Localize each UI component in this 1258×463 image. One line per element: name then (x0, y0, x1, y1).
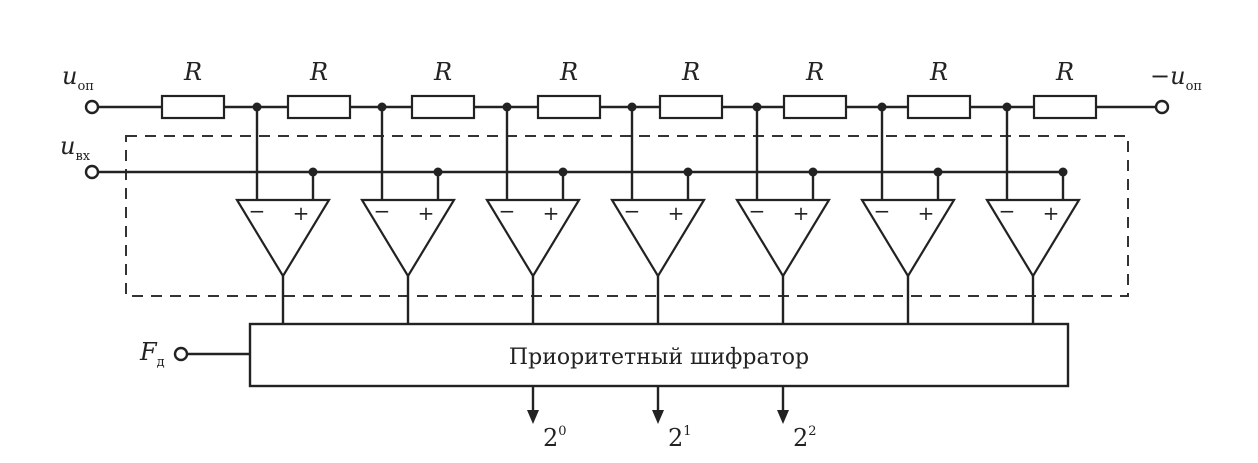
output-label: 20 (543, 424, 567, 452)
junction-dot (933, 167, 943, 177)
clock-terminal (173, 346, 189, 362)
resistor-label: R (929, 58, 948, 86)
resistor (160, 94, 226, 120)
output-bit: 20 (527, 386, 567, 452)
minus-sign: − (249, 199, 266, 223)
comparator: −+ (485, 102, 581, 324)
comparator: −+ (360, 102, 456, 324)
ref-negative-terminal (1154, 99, 1170, 115)
minus-sign: − (624, 199, 641, 223)
resistor (782, 94, 848, 120)
input-label: uвх (60, 132, 91, 164)
junction-dot (752, 102, 762, 112)
comparator-symbol (485, 198, 581, 279)
comparator-block-outline (125, 135, 1129, 297)
comparator-symbol (735, 198, 831, 279)
junction-dot (808, 167, 818, 177)
minus-sign: − (374, 199, 391, 223)
clock-label: Fд (139, 338, 165, 370)
plus-sign: + (293, 201, 310, 225)
junction-dot (877, 102, 887, 112)
resistor (906, 94, 972, 120)
junction-dot (433, 167, 443, 177)
minus-sign: − (874, 199, 891, 223)
output-bit: 21 (652, 386, 692, 452)
output-bit: 22 (777, 386, 817, 452)
output-label: 21 (668, 424, 692, 452)
junction-dot (1058, 167, 1068, 177)
arrow-head-icon (527, 410, 539, 424)
minus-sign: − (499, 199, 516, 223)
encoder-outputs: 20 21 22 (527, 386, 817, 452)
resistor-label: R (183, 58, 202, 86)
plus-sign: + (918, 201, 935, 225)
input-terminal (84, 164, 100, 180)
resistor-label: R (559, 58, 578, 86)
resistor (410, 94, 476, 120)
junction-dot (502, 102, 512, 112)
resistor-label: R (1055, 58, 1074, 86)
junction-dot (558, 167, 568, 177)
comparator-symbol (985, 198, 1081, 279)
resistor-label: R (681, 58, 700, 86)
comparator-symbol (360, 198, 456, 279)
comparator: −+ (235, 102, 331, 324)
comparator: −+ (735, 102, 831, 324)
plus-sign: + (1043, 201, 1060, 225)
ref-positive-terminal (84, 99, 100, 115)
arrow-head-icon (777, 410, 789, 424)
plus-sign: + (418, 201, 435, 225)
junction-dot (627, 102, 637, 112)
resistor (286, 94, 352, 120)
input-bus (84, 164, 1064, 180)
plus-sign: + (543, 201, 560, 225)
ref-positive-label: uоп (62, 62, 94, 94)
comparator-symbol (860, 198, 956, 279)
comparator: −+ (860, 102, 956, 324)
resistor (536, 94, 602, 120)
comparator: −+ (610, 102, 706, 324)
plus-sign: + (668, 201, 685, 225)
junction-dot (1002, 102, 1012, 112)
minus-sign: − (999, 199, 1016, 223)
junction-dot (683, 167, 693, 177)
comparator-array: −+−+−+−+−+−+−+ (235, 102, 1081, 324)
comparator-symbol (610, 198, 706, 279)
resistor (1032, 94, 1098, 120)
plus-sign: + (793, 201, 810, 225)
priority-encoder-label: Приоритетный шифратор (509, 345, 809, 370)
comparator: −+ (985, 102, 1081, 324)
resistor-label: R (433, 58, 452, 86)
junction-dot (252, 102, 262, 112)
resistor-label: R (309, 58, 328, 86)
junction-dot (308, 167, 318, 177)
minus-sign: − (749, 199, 766, 223)
resistor-label: R (805, 58, 824, 86)
junction-dot (377, 102, 387, 112)
ref-negative-label: −uоп (1150, 62, 1202, 94)
output-label: 22 (793, 424, 817, 452)
comparator-symbol (235, 198, 331, 279)
arrow-head-icon (652, 410, 664, 424)
resistor (658, 94, 724, 120)
